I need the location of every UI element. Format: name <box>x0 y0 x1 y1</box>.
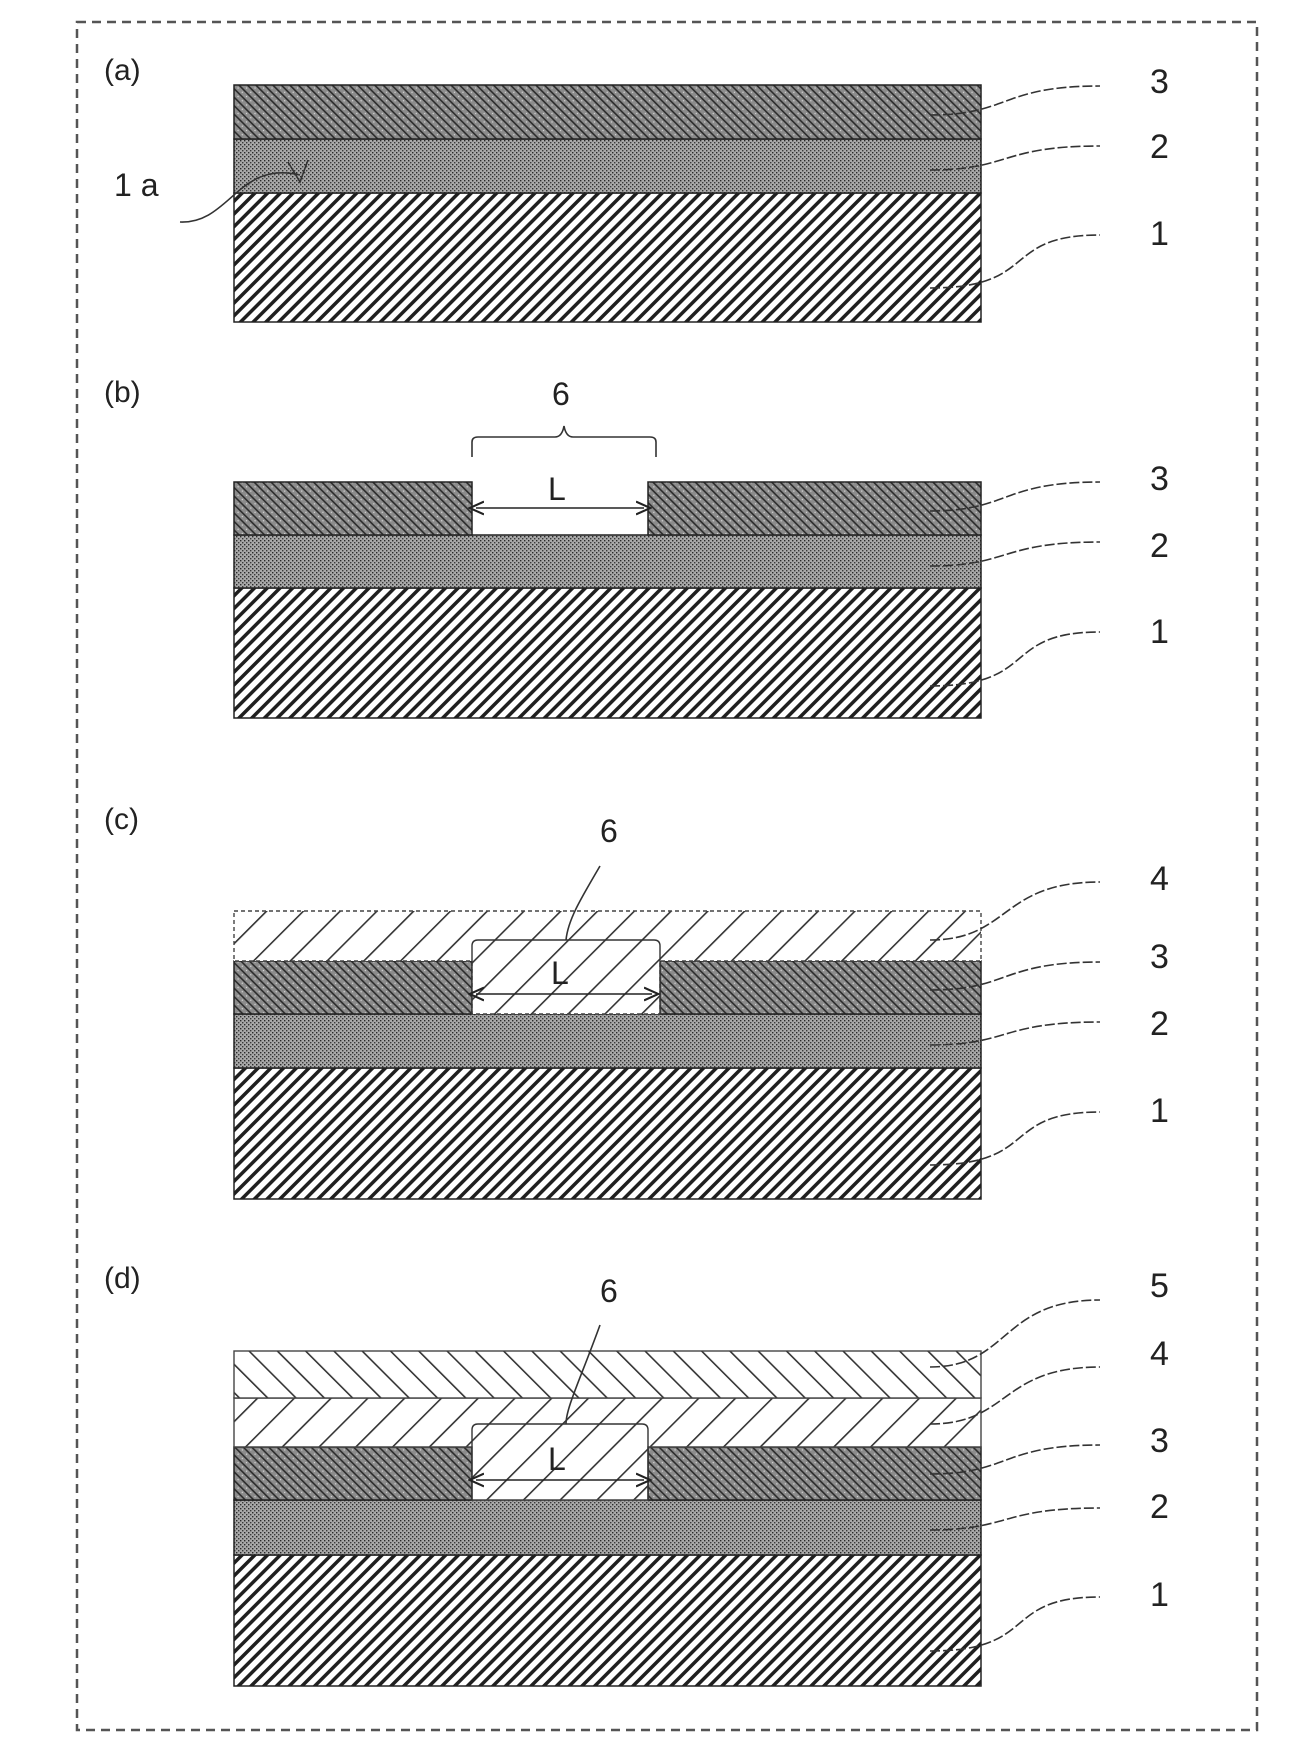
panel-d-label-5: 5 <box>1150 1267 1169 1305</box>
panel-d-opening-label: 6 <box>600 1273 618 1309</box>
panel-d: (d) 6 L 5 4 3 2 1 <box>104 1262 1169 1686</box>
panel-b-layer-2 <box>234 535 981 588</box>
panel-d-layer-2 <box>234 1500 981 1555</box>
panel-d-width-label: L <box>548 1441 566 1477</box>
panel-d-layer-1 <box>234 1555 981 1686</box>
panel-b-label-3: 3 <box>1150 460 1169 498</box>
panel-b-label-1: 1 <box>1150 613 1169 651</box>
panel-b-tag: (b) <box>104 376 141 409</box>
panel-c-layer-3-left <box>234 961 472 1014</box>
panel-b-width-label: L <box>548 471 566 507</box>
panel-a-label-3: 3 <box>1150 63 1169 101</box>
panel-b-brace <box>472 426 656 457</box>
panel-b-layer-3-left <box>234 482 472 535</box>
panel-c: (c) 6 L 4 3 2 1 <box>104 803 1169 1199</box>
panel-a: (a) 3 2 1 1 a <box>104 54 1169 322</box>
panel-c-opening-label: 6 <box>600 813 618 849</box>
panel-d-layer-5 <box>234 1351 981 1398</box>
panel-b-label-2: 2 <box>1150 527 1169 565</box>
panel-a-layer-3 <box>234 85 981 139</box>
panel-a-label-2: 2 <box>1150 128 1169 166</box>
panel-d-label-2: 2 <box>1150 1488 1169 1526</box>
panel-c-layer-2 <box>234 1014 981 1068</box>
panel-d-tag: (d) <box>104 1262 141 1295</box>
panel-c-layer-3-right <box>660 961 981 1014</box>
panel-a-layer-2 <box>234 139 981 193</box>
panel-a-label-1: 1 <box>1150 215 1169 253</box>
panel-d-label-3: 3 <box>1150 1422 1169 1460</box>
panel-c-width-label: L <box>551 955 569 991</box>
panel-b-layer-3-right <box>648 482 981 535</box>
panel-a-tag: (a) <box>104 54 141 87</box>
panel-c-label-2: 2 <box>1150 1005 1169 1043</box>
panel-c-label-3: 3 <box>1150 938 1169 976</box>
panel-d-label-4: 4 <box>1150 1335 1169 1373</box>
panel-c-layer-1 <box>234 1068 981 1199</box>
panel-d-layer-3-left <box>234 1447 472 1500</box>
panel-b: (b) 6 L 3 2 1 <box>104 376 1169 718</box>
panel-a-layer-1 <box>234 193 981 322</box>
panel-a-label-1a: 1 a <box>114 167 159 203</box>
panel-d-label-1: 1 <box>1150 1576 1169 1614</box>
panel-b-layer-1 <box>234 588 981 718</box>
panel-c-label-1: 1 <box>1150 1092 1169 1130</box>
panel-c-tag: (c) <box>104 803 139 836</box>
panel-b-opening-label: 6 <box>552 376 570 412</box>
panel-c-label-4: 4 <box>1150 860 1169 898</box>
